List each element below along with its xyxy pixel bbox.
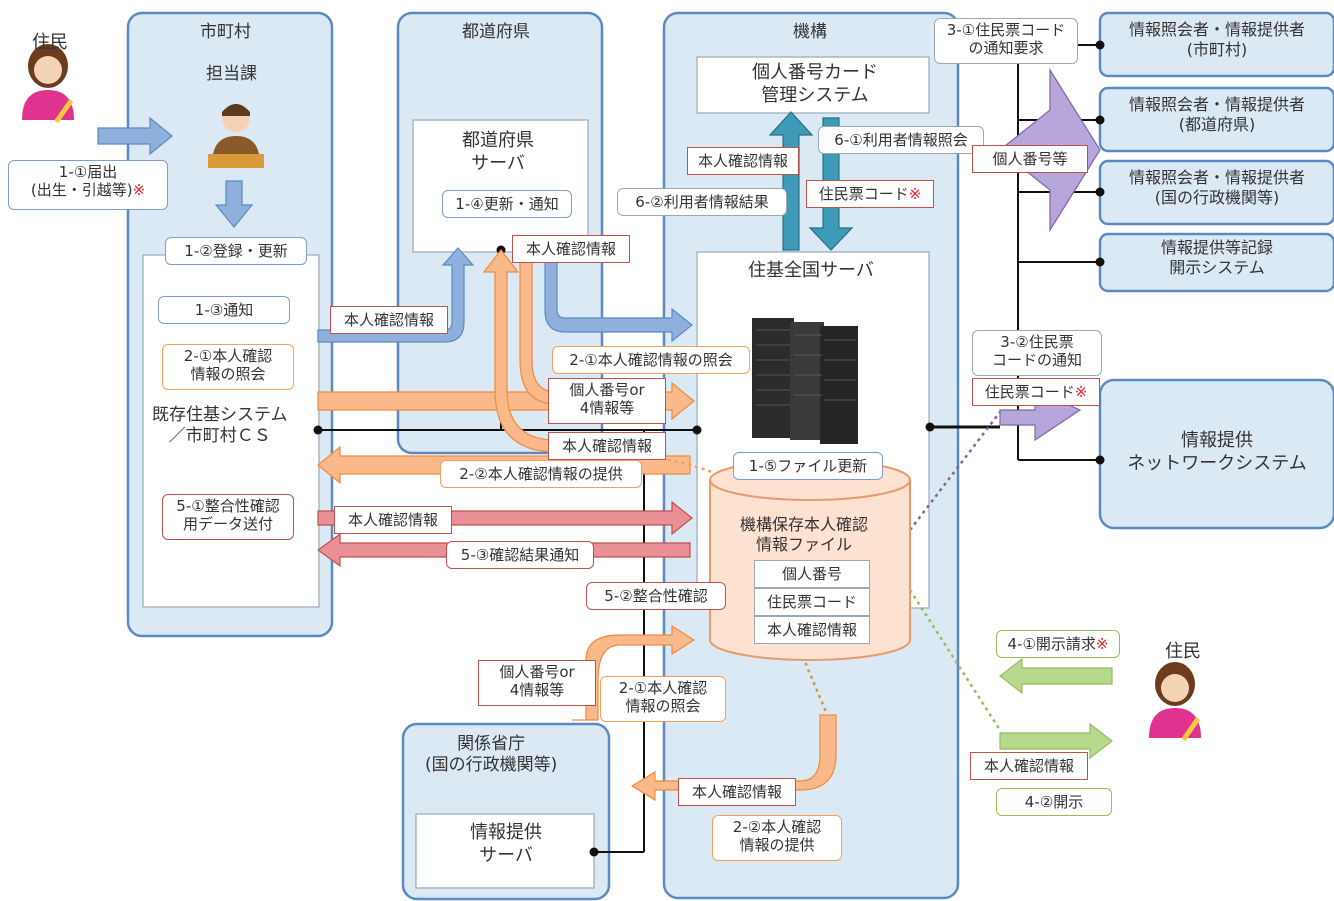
arrow-2-1-ministry-up (572, 624, 696, 721)
tag-identity-2-2: 本人確認情報 (548, 432, 666, 460)
tag-identity-ministry: 本人確認情報 (678, 778, 796, 806)
callout-5-3: 5-③確認結果通知 (446, 541, 594, 569)
callout-6-2: 6-②利用者情報結果 (617, 188, 787, 216)
prefecture-title: 都道府県 (462, 22, 530, 42)
db-row-my-number: 個人番号 (754, 560, 870, 588)
callout-2-2a: 2-②本人確認情報の提供 (440, 460, 642, 488)
staff-person-icon (208, 104, 264, 168)
arrow-prefecture-to-national (544, 257, 693, 343)
info-server-label: 情報提供 サーバ (470, 822, 542, 866)
callout-2-2b: 2-②本人確認 情報の提供 (712, 815, 842, 861)
arrow-staff-down (214, 180, 254, 228)
arrow-notify-to-staff (97, 116, 173, 156)
info-server-box (415, 813, 595, 889)
callout-1-4: 1-④更新・通知 (442, 190, 572, 218)
resident-person-icon (1149, 662, 1201, 742)
server-rack-icon (752, 318, 858, 444)
staff-section-label: 担当課 (206, 64, 257, 84)
callout-4-2: 4-②開示 (996, 788, 1112, 816)
card-system-label: 個人番号カード 管理システム (752, 62, 878, 106)
tag-my-number-etc: 個人番号等 (972, 145, 1088, 173)
arrow-4-1-request (999, 657, 1113, 695)
right-box-2-label: 情報照会者・情報提供者 (都道府県) (1128, 95, 1305, 134)
callout-2-1c: 2-①本人確認 情報の照会 (600, 676, 726, 722)
green-arrows (999, 657, 1113, 760)
right-box-5 (1098, 378, 1334, 530)
tag-identity-disclosure: 本人確認情報 (970, 752, 1088, 780)
callout-5-2: 5-②整合性確認 (586, 582, 726, 610)
tag-identity-card: 本人確認情報 (687, 147, 799, 175)
tag-identity-prefecture: 本人確認情報 (512, 235, 630, 263)
tag-identity-1-3: 本人確認情報 (330, 306, 448, 334)
tag-resident-code-card: 住民票コード※ (806, 180, 934, 208)
callout-2-1a: 2-①本人確認 情報の照会 (162, 344, 294, 390)
callout-6-1: 6-①利用者情報照会 (818, 126, 984, 154)
db-row-identity-info: 本人確認情報 (754, 616, 870, 644)
municipality-title: 市町村 (200, 22, 251, 42)
arrow-4-2-disclosure (999, 722, 1113, 760)
db-title: 機構保存本人確認 情報ファイル (740, 515, 869, 554)
callout-1-3: 1-③通知 (158, 296, 290, 324)
right-box-5-label: 情報提供 ネットワークシステム (1127, 430, 1307, 474)
callout-1-1: 1-①届出 (出生・引越等)※ (8, 160, 168, 210)
tag-number-or-4: 個人番号or 4情報等 (548, 378, 666, 424)
callout-3-2: 3-②住民票 コードの通知 (972, 330, 1102, 376)
callout-1-2: 1-②登録・更新 (165, 237, 307, 265)
right-box-1-label: 情報照会者・情報提供者 (市町村) (1128, 20, 1305, 59)
arrow-2-2-up-to-prefecture (482, 249, 557, 453)
resident-person-icon (22, 44, 74, 124)
resident-left-label: 住民 (32, 32, 68, 53)
callout-2-1b: 2-①本人確認情報の照会 (552, 346, 750, 374)
right-box-3-label: 情報照会者・情報提供者 (国の行政機関等) (1128, 168, 1305, 207)
ministry-label: 関係省庁 (国の行政機関等) (425, 734, 558, 776)
card-system-box (696, 56, 930, 114)
agency-title: 機構 (793, 22, 827, 42)
arrow-up-identity (768, 111, 814, 251)
callout-4-1: 4-①開示請求※ (996, 630, 1120, 658)
prefecture-server-label: 都道府県 サーバ (462, 130, 534, 174)
prefecture-server-box (412, 119, 589, 253)
callout-5-1: 5-①整合性確認 用データ送付 (162, 494, 294, 540)
resident-right-label: 住民 (1165, 641, 1201, 662)
tag-identity-5-1: 本人確認情報 (334, 506, 452, 534)
existing-system-label: 既存住基システム ／市町村ＣＳ (152, 405, 288, 447)
tag-resident-code-3-2: 住民票コード※ (972, 378, 1100, 406)
national-server-label: 住基全国サーバ (748, 260, 874, 281)
tag-number-or-4-ministry: 個人番号or 4情報等 (478, 660, 596, 706)
callout-3-1: 3-①住民票コード の通知要求 (934, 18, 1078, 64)
db-row-resident-code: 住民票コード (754, 588, 870, 616)
right-box-4-label: 情報提供等記録 開示システム (1160, 238, 1273, 277)
callout-1-5: 1-⑤ファイル更新 (733, 452, 883, 480)
